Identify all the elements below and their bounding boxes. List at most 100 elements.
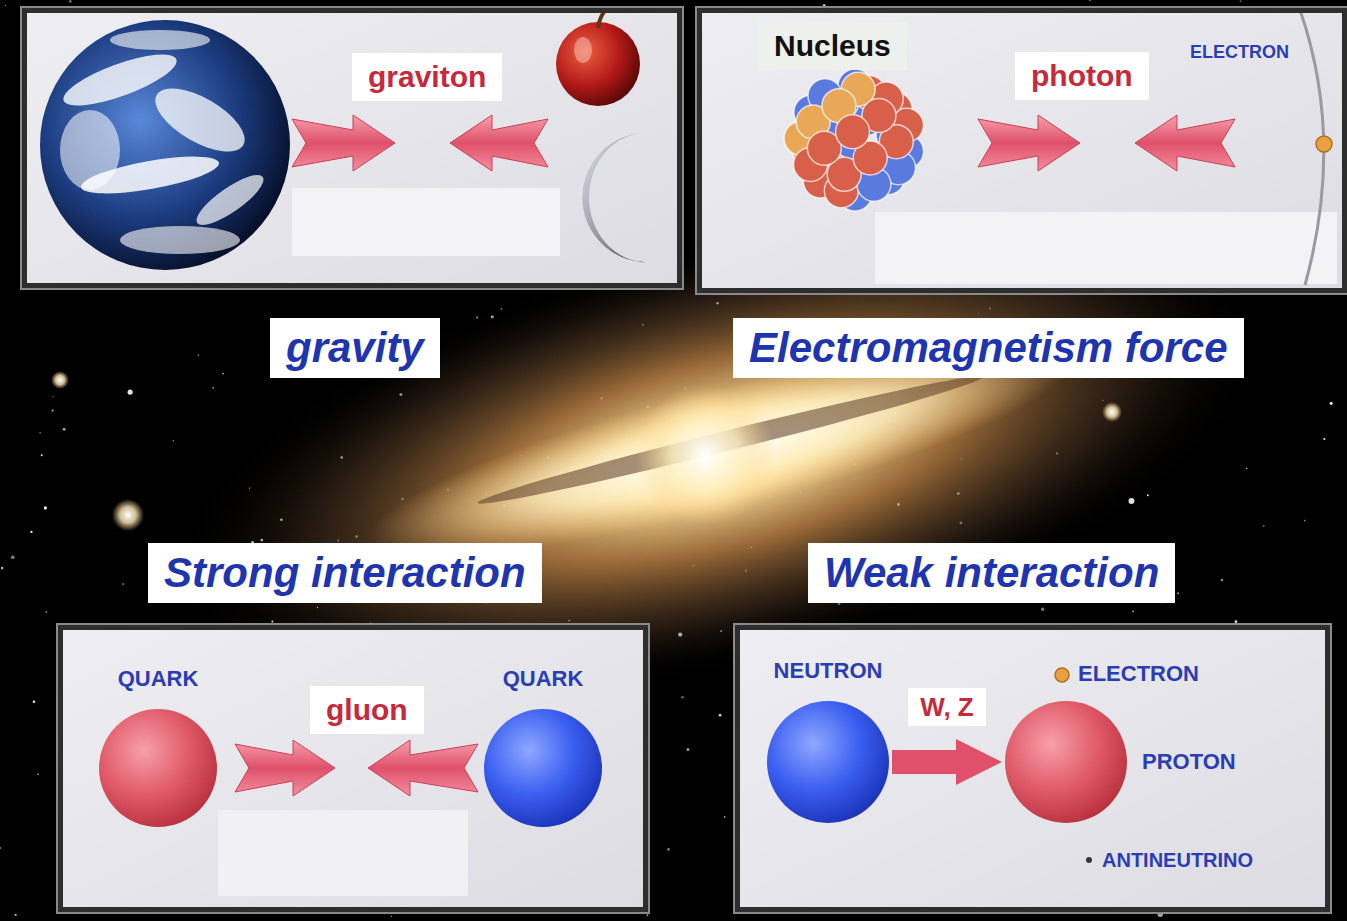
star bbox=[1240, 0, 1242, 2]
particle-label-box: QUARK bbox=[118, 666, 199, 692]
star bbox=[41, 454, 43, 456]
force-heading: gravity bbox=[270, 318, 440, 378]
panel-ground bbox=[63, 630, 643, 907]
particle-ball bbox=[767, 701, 889, 823]
particle-name: ELECTRON bbox=[1190, 40, 1289, 64]
particle-shape bbox=[98, 708, 218, 828]
part-label-box: Nucleus bbox=[758, 22, 907, 70]
electron-dot bbox=[1055, 668, 1069, 682]
panel-ground bbox=[702, 13, 1342, 288]
force-arrow bbox=[450, 115, 548, 171]
particle-label-box: ANTINEUTRINO bbox=[1102, 848, 1253, 872]
carrier-name: W, Z bbox=[920, 691, 973, 723]
star bbox=[198, 354, 200, 356]
star bbox=[69, 0, 72, 3]
star bbox=[391, 916, 392, 917]
cloud bbox=[146, 76, 255, 164]
particle-circle: QUARK bbox=[483, 708, 603, 828]
nucleus-picture bbox=[784, 69, 923, 211]
panel-ground bbox=[27, 13, 677, 283]
force-heading: Strong interaction bbox=[148, 543, 542, 603]
cloud bbox=[110, 30, 210, 50]
star bbox=[52, 396, 53, 397]
star bbox=[681, 696, 684, 699]
carrier-name: graviton bbox=[368, 59, 486, 95]
star bbox=[63, 428, 66, 431]
force-arrow bbox=[235, 740, 335, 796]
panel-inset bbox=[292, 188, 560, 256]
heading-box: Weak interaction bbox=[808, 543, 1175, 603]
particle-label-box: ELECTRON bbox=[1190, 40, 1289, 64]
star bbox=[1041, 608, 1044, 611]
star bbox=[37, 773, 39, 775]
particle-circle: NEUTRON bbox=[766, 700, 890, 824]
star bbox=[1221, 579, 1223, 581]
star bbox=[45, 611, 47, 613]
heading-box: Strong interaction bbox=[148, 543, 542, 603]
particle-ball bbox=[1005, 701, 1127, 823]
particle-name: ELECTRON bbox=[1078, 662, 1199, 686]
cloud bbox=[60, 110, 120, 190]
star bbox=[719, 714, 722, 717]
electron-dot bbox=[1316, 136, 1332, 152]
force-arrow bbox=[292, 115, 395, 171]
interaction-arrow bbox=[892, 750, 956, 774]
star bbox=[52, 409, 54, 411]
particle-name: QUARK bbox=[503, 666, 584, 692]
star bbox=[5, 5, 6, 6]
star bbox=[1330, 402, 1333, 405]
star bbox=[122, 583, 124, 585]
force-arrow bbox=[978, 115, 1080, 171]
part-label: Nucleus bbox=[774, 28, 891, 64]
particle-ball bbox=[99, 709, 217, 827]
star bbox=[39, 432, 40, 433]
star bbox=[1177, 592, 1179, 594]
carrier-box: W, Z bbox=[908, 688, 985, 726]
star bbox=[687, 748, 690, 751]
earth-picture bbox=[40, 20, 290, 270]
star bbox=[1132, 611, 1134, 613]
carrier-box: photon bbox=[1015, 52, 1149, 100]
heading-box: Electromagnetism force bbox=[733, 318, 1244, 378]
particle-shape bbox=[766, 700, 890, 824]
star bbox=[1246, 468, 1248, 470]
moon-crescent bbox=[582, 133, 652, 262]
heading-box: gravity bbox=[270, 318, 440, 378]
carrier-name: photon bbox=[1031, 58, 1133, 94]
force-panel: Strong interactionQUARKgluonQUARK bbox=[58, 625, 648, 912]
particle-ball bbox=[484, 709, 602, 827]
star bbox=[1158, 912, 1163, 917]
bright-star bbox=[112, 499, 144, 531]
star bbox=[44, 506, 47, 509]
star bbox=[646, 914, 648, 916]
particle-label-box: NEUTRON bbox=[774, 658, 883, 684]
star bbox=[14, 914, 16, 916]
antineutrino-dot bbox=[1086, 857, 1092, 863]
particle-name: NEUTRON bbox=[774, 658, 883, 684]
apple-shine bbox=[574, 37, 592, 63]
star bbox=[1304, 520, 1306, 522]
star bbox=[222, 373, 224, 375]
particle-shape bbox=[483, 708, 603, 828]
apple-picture bbox=[556, 8, 640, 106]
star bbox=[33, 701, 36, 704]
panel-inset bbox=[218, 810, 468, 896]
star bbox=[11, 555, 15, 559]
carrier-box: graviton bbox=[352, 53, 502, 101]
star bbox=[1, 567, 4, 570]
particle-name: ANTINEUTRINO bbox=[1102, 848, 1253, 872]
force-heading: Weak interaction bbox=[808, 543, 1175, 603]
star bbox=[1263, 525, 1265, 527]
particle-circle: PROTON bbox=[1004, 700, 1128, 824]
galaxy-core bbox=[635, 385, 775, 525]
force-arrow bbox=[1135, 115, 1235, 171]
cloud bbox=[120, 226, 240, 254]
star bbox=[0, 847, 1, 849]
particle-circle: QUARK bbox=[98, 708, 218, 828]
carrier-name: gluon bbox=[326, 692, 408, 728]
star bbox=[1323, 438, 1325, 440]
bright-star bbox=[51, 371, 69, 389]
star bbox=[724, 816, 726, 818]
